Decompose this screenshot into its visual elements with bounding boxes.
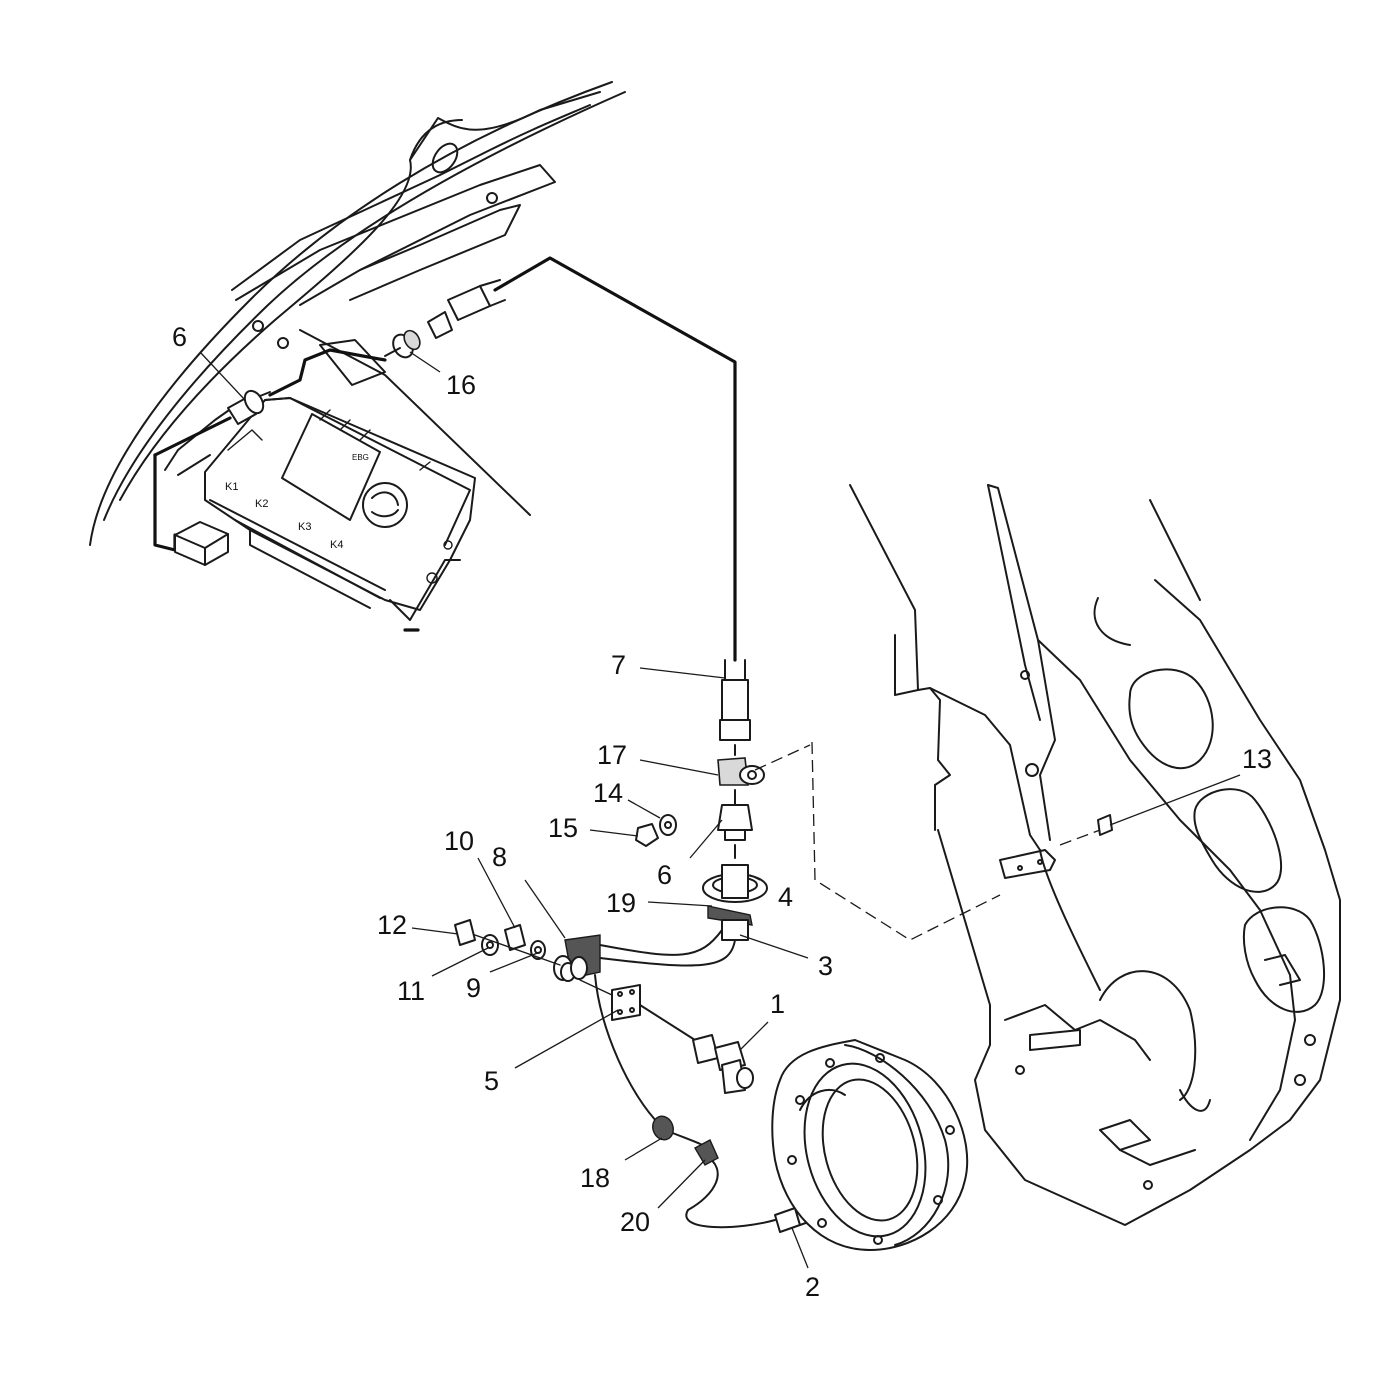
callout-9: 9 bbox=[466, 973, 481, 1003]
callout-6-upper: 6 bbox=[172, 322, 187, 352]
callout-5: 5 bbox=[484, 1066, 499, 1096]
callout-4: 4 bbox=[778, 882, 793, 912]
unit-marking-k4: K4 bbox=[330, 539, 343, 551]
callout-14: 14 bbox=[593, 778, 623, 808]
callout-2: 2 bbox=[805, 1272, 820, 1302]
callout-17: 17 bbox=[597, 740, 627, 770]
harness-route-upper bbox=[153, 348, 420, 632]
cab-panel-structure bbox=[89, 81, 626, 546]
wire-harness-lower bbox=[589, 929, 776, 1229]
fasteners bbox=[454, 919, 561, 966]
connector-7 bbox=[719, 659, 751, 756]
callout-1: 1 bbox=[770, 989, 785, 1019]
callout-6-lower: 6 bbox=[657, 860, 672, 890]
connector-6-lower bbox=[717, 789, 753, 859]
callout-15: 15 bbox=[548, 813, 578, 843]
callout-10: 10 bbox=[444, 826, 474, 856]
sensor-1 bbox=[692, 1034, 754, 1094]
callout-20: 20 bbox=[620, 1207, 650, 1237]
leader-lines bbox=[199, 351, 1241, 1269]
unit-marking-code: EBG bbox=[352, 453, 369, 462]
nut-washer bbox=[635, 814, 677, 847]
grommet-assembly bbox=[702, 864, 768, 941]
callout-18: 18 bbox=[580, 1163, 610, 1193]
flange-housing bbox=[771, 1039, 969, 1251]
callout-11: 11 bbox=[397, 976, 425, 1006]
control-unit: K1 K2 K3 K4 EBG bbox=[204, 397, 476, 621]
upper-connectors bbox=[227, 256, 737, 662]
callout-8: 8 bbox=[492, 842, 507, 872]
callout-7: 7 bbox=[611, 650, 626, 680]
unit-marking-k3: K3 bbox=[298, 521, 311, 533]
unit-marking-k2: K2 bbox=[255, 498, 268, 510]
bracket-8 bbox=[553, 934, 601, 982]
connector-block bbox=[174, 521, 229, 566]
callout-13: 13 bbox=[1242, 744, 1272, 774]
callout-3: 3 bbox=[818, 951, 833, 981]
grommet-18 bbox=[652, 1115, 674, 1141]
unit-marking-k1: K1 bbox=[225, 481, 238, 493]
reference-lines bbox=[754, 741, 1101, 941]
callout-labels: 6 16 7 17 14 15 6 4 19 10 8 12 11 9 3 13… bbox=[172, 322, 1272, 1302]
connector-20 bbox=[694, 1139, 719, 1166]
callout-12: 12 bbox=[377, 910, 407, 940]
clip-17 bbox=[717, 757, 765, 786]
callout-16: 16 bbox=[446, 370, 476, 400]
chassis-frame bbox=[849, 484, 1341, 1226]
callout-19: 19 bbox=[606, 888, 636, 918]
plate-5 bbox=[579, 979, 696, 1041]
